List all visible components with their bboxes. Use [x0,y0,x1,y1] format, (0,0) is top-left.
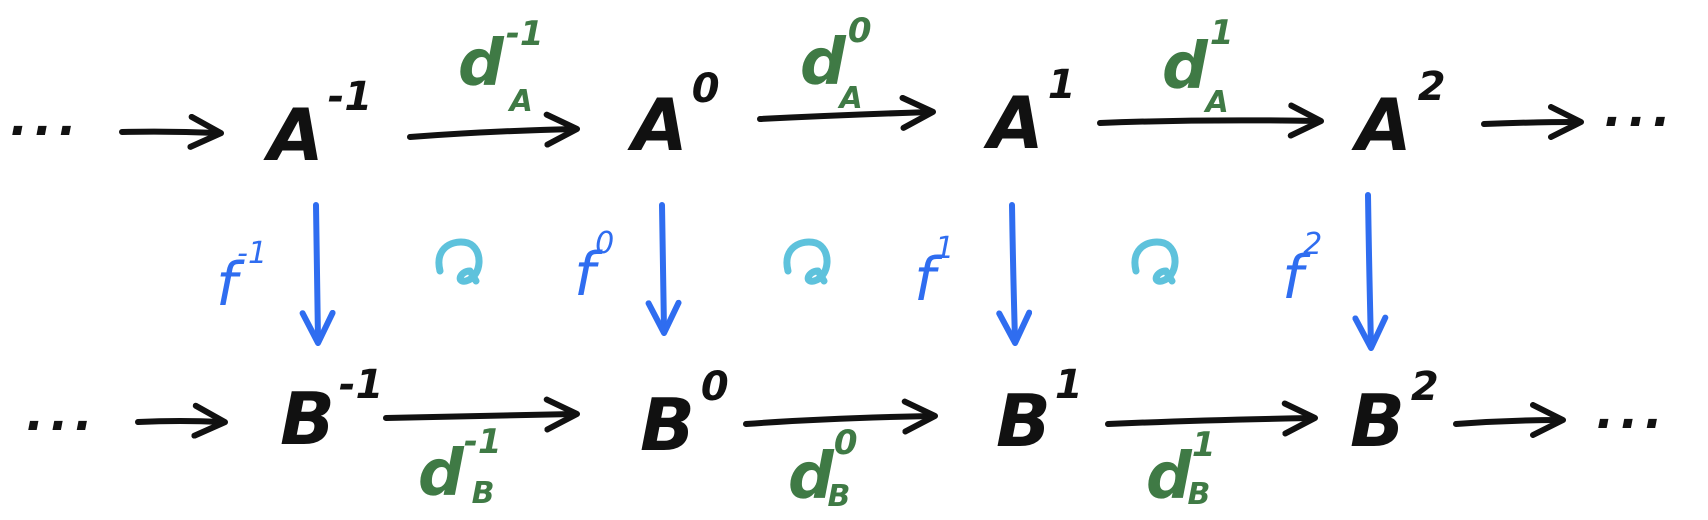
arrow-f-0 [645,202,682,336]
arrow-d-A-1 [1097,102,1324,139]
object-A-minus1: A-1 [263,74,372,177]
arrow-f-minus1 [299,202,336,346]
label-f-1: f1 [914,231,954,315]
circular-arrow-icon [783,238,831,285]
top-left-ellipsis: ... [10,91,83,147]
arrow-top-in [119,113,224,150]
arrow-d-B-minus1 [383,396,580,433]
top-right-ellipsis: ... [1604,82,1677,138]
arrow-top-out [1481,104,1584,141]
arrow-f-1 [996,202,1033,346]
label-f-2: f2 [1282,227,1322,313]
arrow-d-B-1 [1105,400,1318,437]
arrow-f-2 [1352,192,1389,351]
circular-arrow-icon [1131,238,1179,285]
arrow-bottom-out [1453,402,1566,439]
arrow-d-B-0 [743,398,938,435]
arrow-d-A-minus1 [407,111,580,148]
bottom-left-ellipsis: ... [26,386,99,442]
label-f-0: f0 [574,226,614,310]
arrow-bottom-in [135,402,228,439]
label-f-minus1: f-1 [216,236,267,320]
bottom-right-ellipsis: ... [1596,384,1669,440]
arrow-d-A-0 [757,94,936,131]
object-B-minus1: B-1 [280,362,383,461]
circular-arrow-icon [435,238,483,285]
